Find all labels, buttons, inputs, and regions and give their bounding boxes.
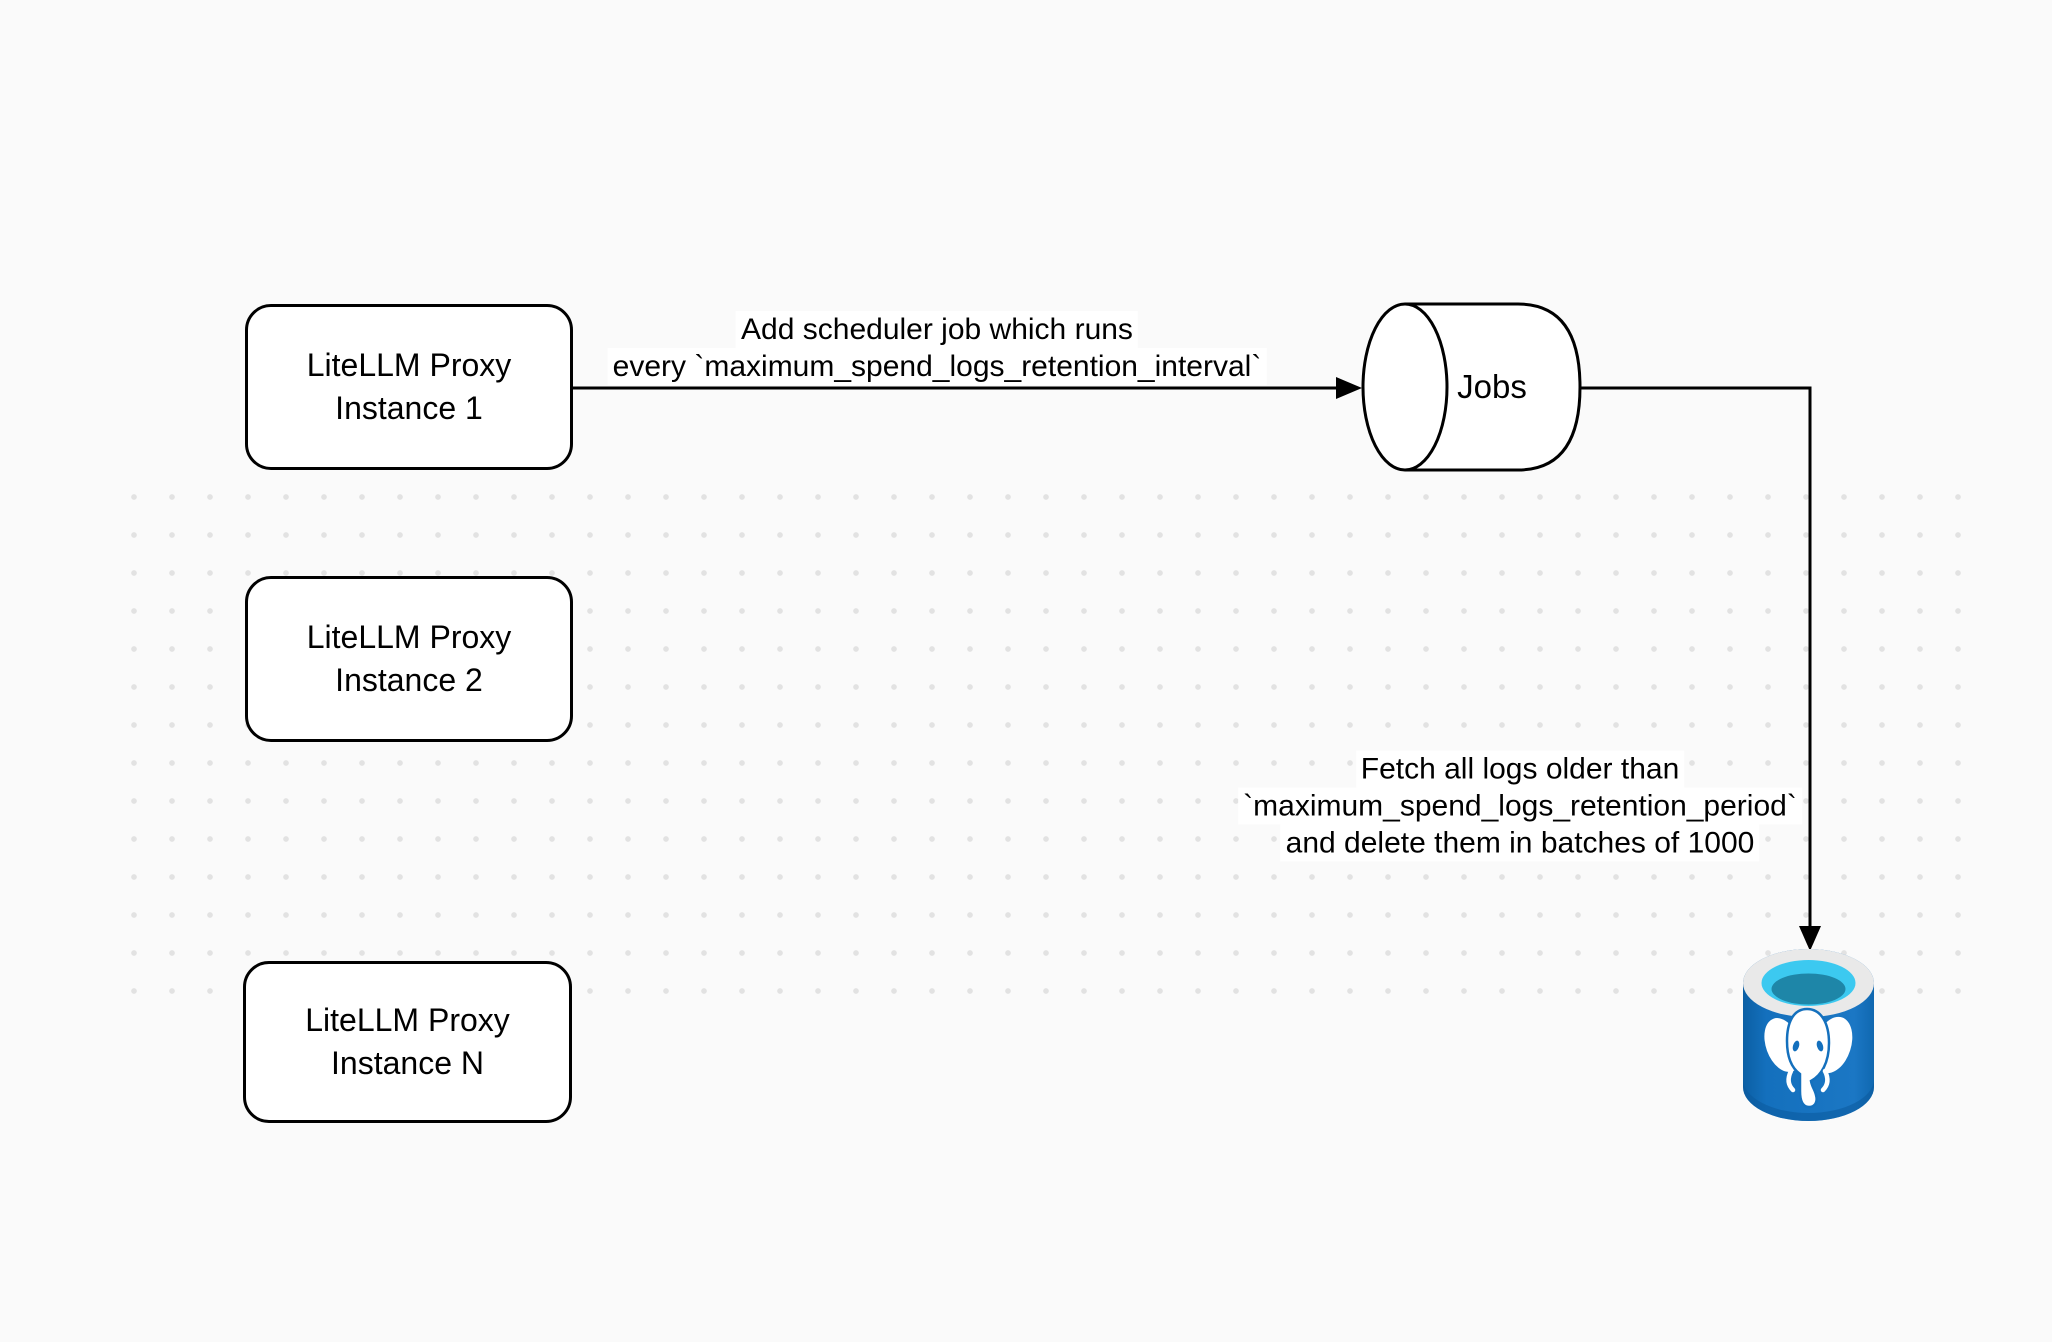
edge-label-line: and delete them in batches of 1000 — [1280, 824, 1760, 862]
edge-scheduler-arrow — [573, 377, 1362, 399]
node-label-line: LiteLLM Proxy — [306, 619, 512, 655]
node-jobs-label: Jobs — [1404, 304, 1580, 470]
node-label-line: Instance N — [331, 1045, 484, 1081]
node-litellm-proxy-instance-1: LiteLLM Proxy Instance 1 — [245, 304, 573, 470]
dot-grid-background — [115, 478, 1978, 1010]
edge-label-line: Add scheduler job which runs — [736, 311, 1138, 348]
node-label-line: LiteLLM Proxy — [306, 347, 512, 383]
node-label-line: Instance 1 — [335, 390, 483, 426]
edge-label-line: every `maximum_spend_logs_retention_inte… — [607, 348, 1267, 385]
jobs-queue-cylinder — [1361, 302, 1582, 472]
node-litellm-proxy-instance-2: LiteLLM Proxy Instance 2 — [245, 576, 573, 742]
node-litellm-proxy-instance-n: LiteLLM Proxy Instance N — [243, 961, 572, 1123]
jobs-text: Jobs — [1457, 368, 1527, 405]
postgresql-icon — [1743, 949, 1874, 1121]
postgres-elephant-glyph — [1764, 1007, 1853, 1109]
edge-label-line: `maximum_spend_logs_retention_period` — [1238, 787, 1802, 825]
edge-label-fetch-delete: Fetch all logs older than `maximum_spend… — [1238, 750, 1802, 862]
edge-label-line: Fetch all logs older than — [1355, 750, 1685, 788]
node-label-line: Instance 2 — [335, 662, 483, 698]
edge-fetch-arrow — [1580, 386, 1821, 951]
node-label-line: LiteLLM Proxy — [305, 1002, 510, 1038]
edge-label-scheduler: Add scheduler job which runs every `maxi… — [607, 311, 1267, 385]
